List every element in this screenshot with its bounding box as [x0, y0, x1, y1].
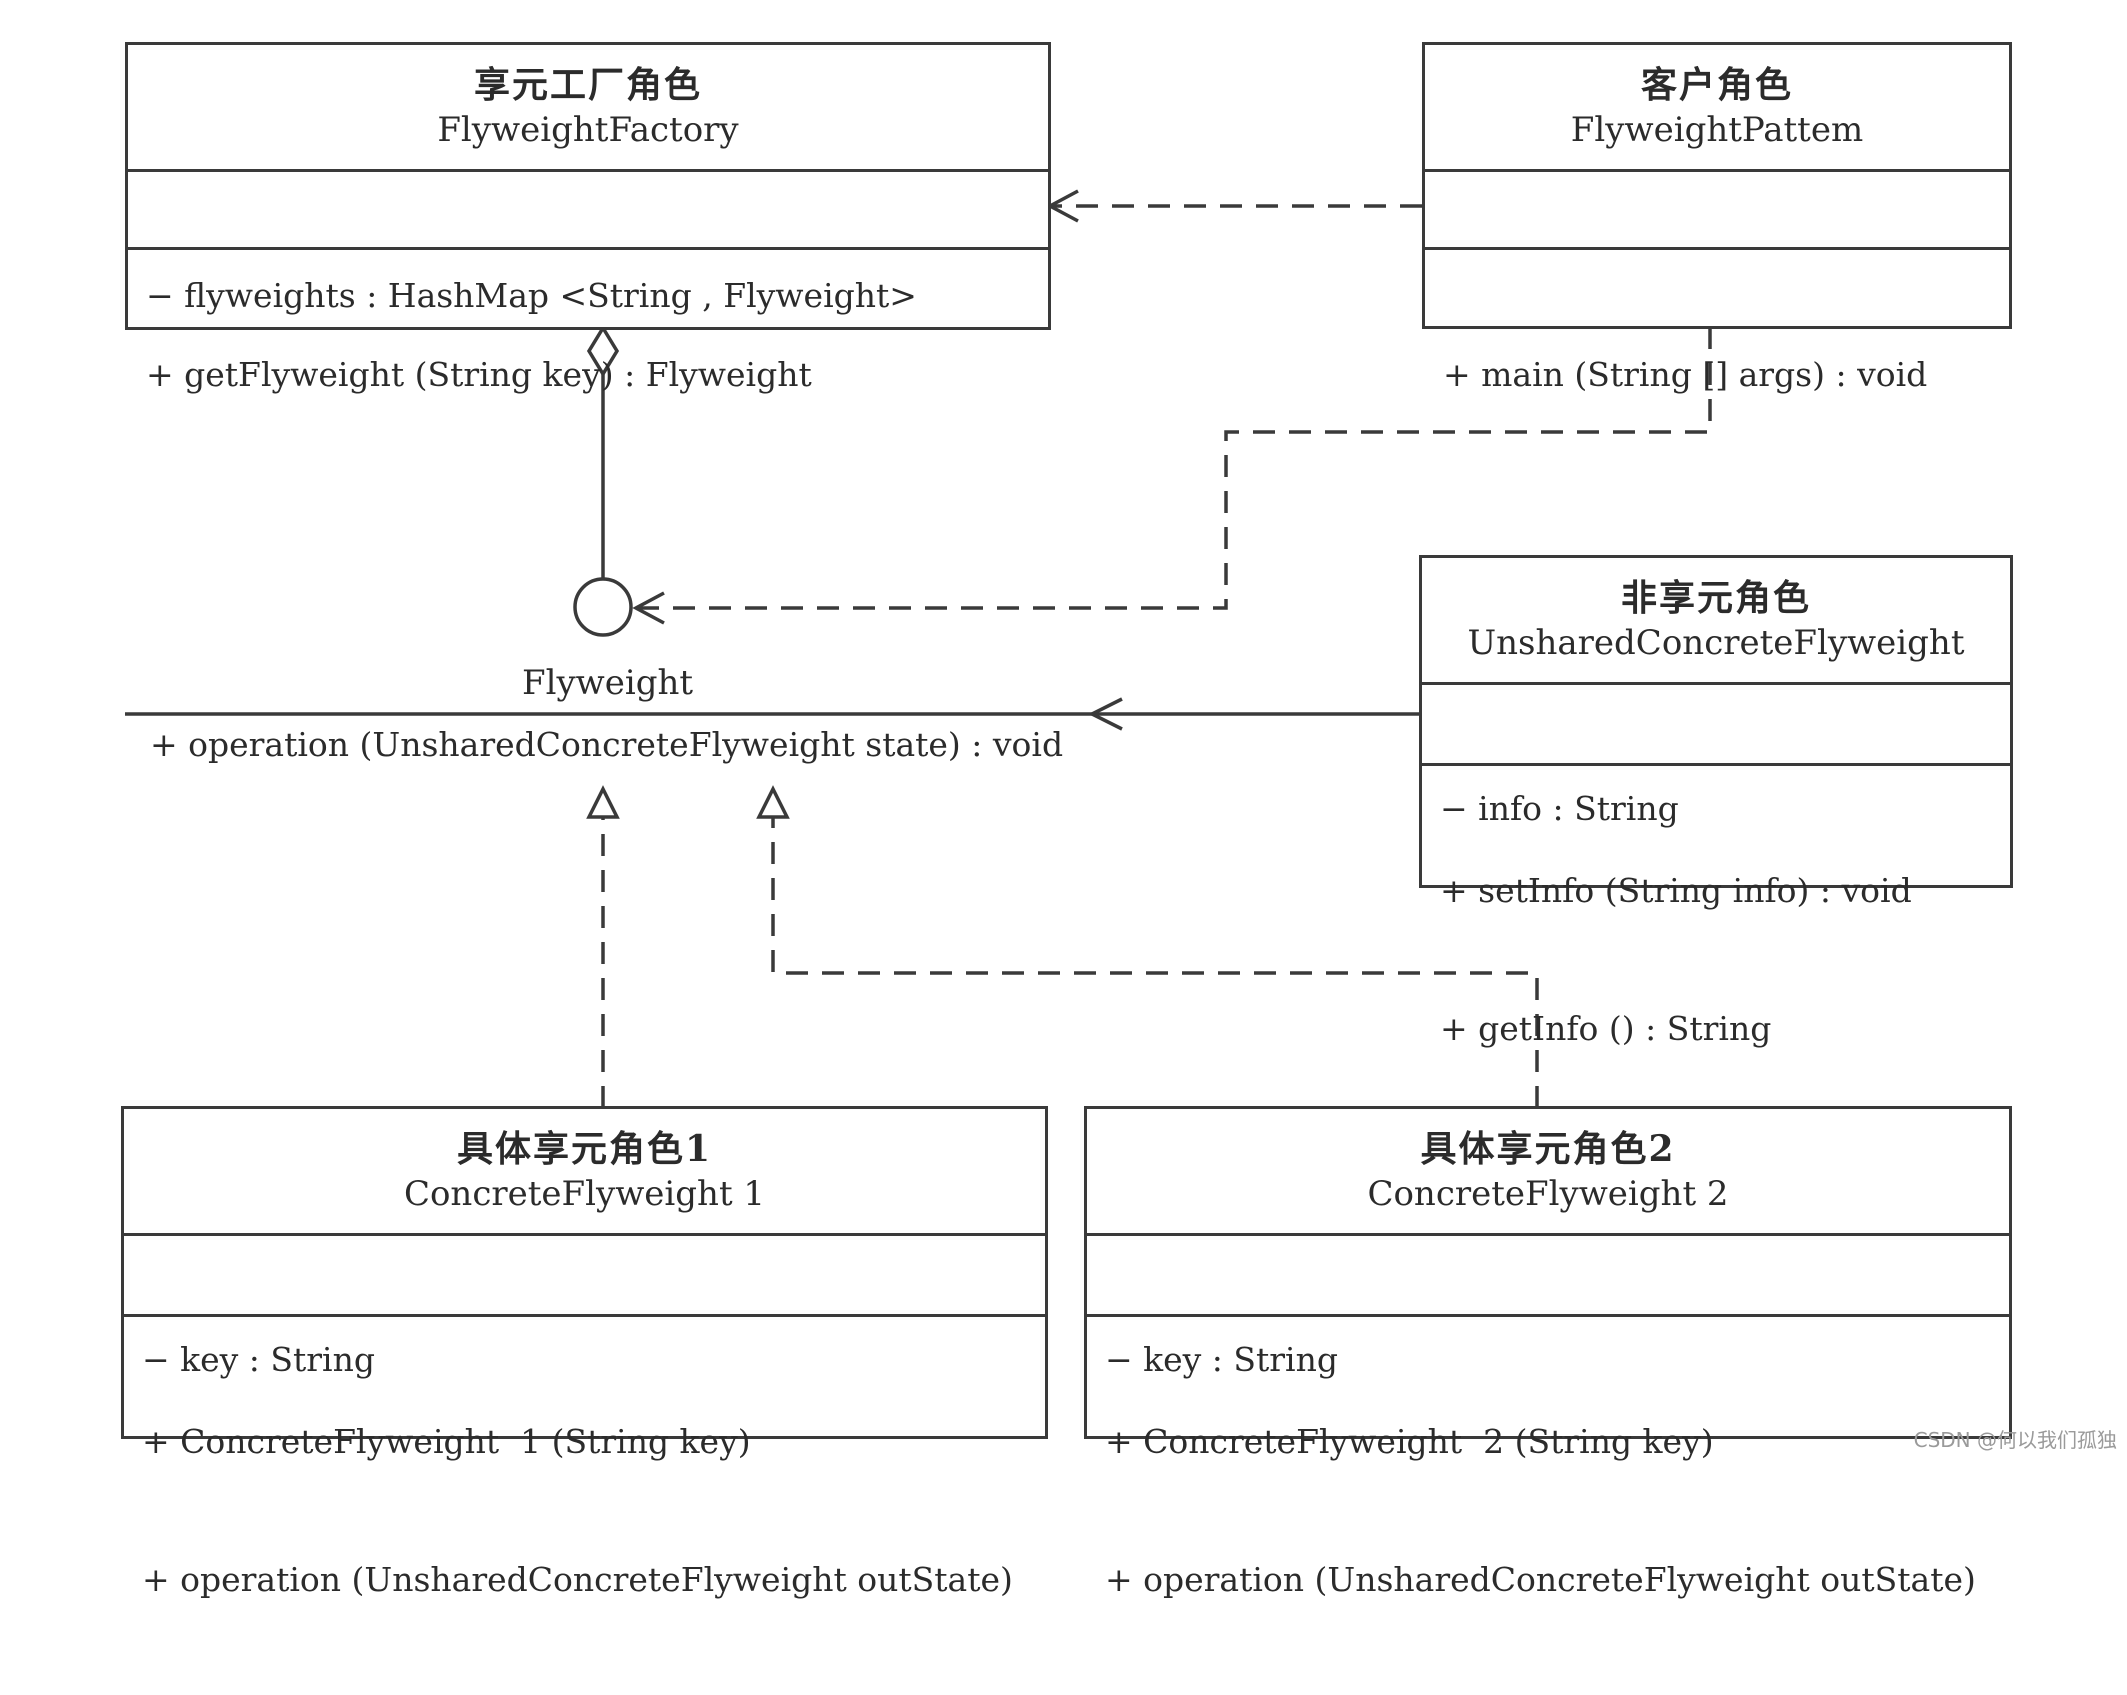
operation-line: + setInfo (String info) : void — [1440, 871, 1912, 910]
operation-line: + ConcreteFlyweight 2 (String key) — [1105, 1422, 1714, 1461]
class-name: FlyweightPattem — [1570, 110, 1864, 150]
unshared-flyweight-class[interactable]: 非享元角色 UnsharedConcreteFlyweight − info :… — [1419, 555, 2013, 1048]
class-role-name: 客户角色 — [1640, 64, 1793, 106]
operation-line: + getInfo () : String — [1440, 1009, 1772, 1048]
class-role-name: 享元工厂角色 — [473, 64, 702, 106]
client-class[interactable]: 客户角色 FlyweightPattem + main (String [] a… — [1422, 42, 2012, 394]
class-header: 具体享元角色2 ConcreteFlyweight 2 — [1087, 1109, 2009, 1236]
class-attributes: − key : String — [1087, 1236, 2009, 1379]
flyweight-interface-circle — [573, 577, 633, 637]
class-header: 享元工厂角色 FlyweightFactory — [128, 45, 1048, 172]
concrete-flyweight-1-class[interactable]: 具体享元角色1 ConcreteFlyweight 1 − key : Stri… — [121, 1106, 1048, 1599]
realization-triangle-concrete1 — [586, 785, 620, 819]
attribute-line: − info : String — [1440, 789, 1679, 828]
realization-triangle-concrete2 — [756, 785, 790, 819]
operation-line: + operation (UnsharedConcreteFlyweight o… — [1105, 1560, 1976, 1599]
class-name: ConcreteFlyweight 2 — [1367, 1174, 1729, 1214]
class-header: 客户角色 FlyweightPattem — [1425, 45, 2009, 172]
class-attributes: − info : String — [1422, 685, 2010, 828]
operation-line: + ConcreteFlyweight 1 (String key) — [142, 1422, 751, 1461]
class-operations: + main (String [] args) : void — [1425, 250, 2009, 490]
relationship-connectors — [125, 189, 1712, 1108]
dependency-client-to-flyweight — [638, 327, 1712, 610]
operation-line: + getFlyweight (String key) : Flyweight — [146, 355, 812, 394]
attribute-line: − flyweights : HashMap <String , Flyweig… — [146, 276, 917, 315]
flyweight-interface-operation: + operation (UnsharedConcreteFlyweight s… — [150, 725, 1064, 764]
class-operations: + setInfo (String info) : void + getInfo… — [1422, 766, 2010, 1144]
class-role-name: 具体享元角色1 — [456, 1128, 713, 1170]
class-role-name: 非享元角色 — [1620, 577, 1811, 619]
operation-line: + main (String [] args) : void — [1443, 355, 1928, 394]
class-attributes: − flyweights : HashMap <String , Flyweig… — [128, 172, 1048, 315]
class-operations: + getFlyweight (String key) : Flyweight — [128, 250, 1048, 490]
realization-concrete2 — [771, 817, 1539, 1108]
attribute-line: − key : String — [142, 1340, 375, 1379]
flyweight-interface-name: Flyweight — [522, 663, 694, 703]
class-role-name: 具体享元角色2 — [1420, 1128, 1676, 1170]
class-attributes: − key : String — [124, 1236, 1045, 1379]
concrete-flyweight-2-class[interactable]: 具体享元角色2 ConcreteFlyweight 2 − key : Stri… — [1084, 1106, 2012, 1599]
class-name: ConcreteFlyweight 1 — [403, 1174, 766, 1214]
class-header: 非享元角色 UnsharedConcreteFlyweight — [1422, 558, 2010, 685]
class-attributes — [1425, 172, 2009, 250]
class-header: 具体享元角色1 ConcreteFlyweight 1 — [124, 1109, 1045, 1236]
association-arrowhead — [1088, 697, 1123, 731]
dependency-arrowhead-flyweight — [632, 591, 665, 625]
operation-line: + operation (UnsharedConcreteFlyweight o… — [142, 1560, 1013, 1599]
watermark: CSDN @何以我们孤独 — [1913, 1428, 2117, 1452]
flyweight-factory-class[interactable]: 享元工厂角色 FlyweightFactory − flyweights : H… — [125, 42, 1051, 394]
class-name: UnsharedConcreteFlyweight — [1467, 623, 1965, 663]
class-name: FlyweightFactory — [437, 110, 739, 150]
attribute-line: − key : String — [1105, 1340, 1338, 1379]
